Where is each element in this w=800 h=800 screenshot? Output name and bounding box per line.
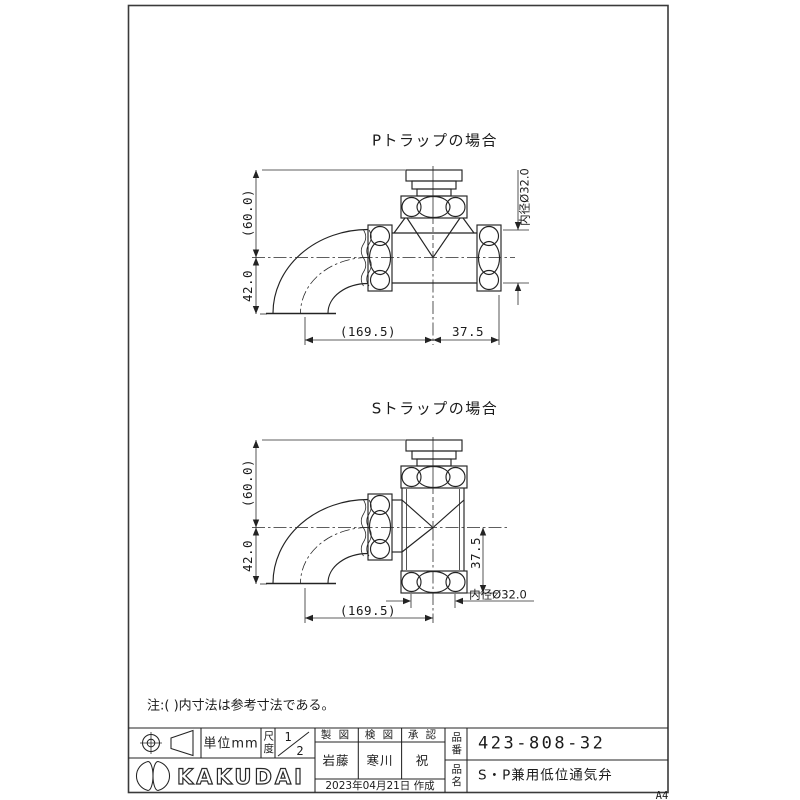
brand-wordmark: KAKUDAI <box>177 765 305 789</box>
approved-label: 承 認 <box>407 728 439 741</box>
sheet-size-label: A4 <box>655 789 669 800</box>
part-name: S・P兼用低位通気弁 <box>478 767 613 784</box>
p-dimensions <box>252 169 529 345</box>
s-dim-drop: 37.5 <box>467 536 483 570</box>
p-dim-width-left: (169.5) <box>339 323 397 339</box>
projection-symbol-icon <box>140 729 194 757</box>
title-block: KAKUDAI <box>128 727 668 793</box>
s-tee-body <box>392 488 465 571</box>
scale-numerator: 1 <box>284 730 292 744</box>
scale-label: 尺度 <box>262 730 275 756</box>
part-number-label: 品番 <box>450 731 463 757</box>
p-trap-title: Pトラップの場合 <box>371 131 499 150</box>
s-top-nut <box>400 465 468 489</box>
reference-note: 注:( )内寸法は参考寸法である。 <box>147 698 335 714</box>
p-top-nut <box>400 195 468 219</box>
approved-by: 祝 <box>415 752 429 768</box>
p-elbow-pipe <box>266 228 372 315</box>
p-dim-height-lower: 42.0 <box>239 269 255 303</box>
p-dim-inner-diameter: 内径Ø32.0 <box>517 168 532 226</box>
p-right-nut <box>476 224 502 292</box>
s-bottom-nut <box>400 570 468 594</box>
part-name-label: 品名 <box>450 763 463 789</box>
s-centerlines <box>252 437 510 623</box>
part-number: 423-808-32 <box>478 733 606 754</box>
p-left-nut <box>367 224 393 292</box>
s-dim-width-left: (169.5) <box>339 602 397 618</box>
s-valve-cap <box>405 439 463 467</box>
checked-by: 寒川 <box>366 752 394 768</box>
sheet-border <box>127 4 669 794</box>
kakudai-logo-icon <box>136 760 170 792</box>
created-date: 2023年04月21日 作成 <box>325 779 435 792</box>
s-dim-height-lower: 42.0 <box>239 539 255 573</box>
p-centerlines <box>252 166 515 345</box>
scale-denominator: 2 <box>296 744 304 758</box>
p-tee-body <box>392 217 477 284</box>
unit-label: 単位mm <box>203 736 259 752</box>
s-trap-drawing <box>252 437 534 623</box>
s-dim-height-upper: (60.0) <box>239 458 255 508</box>
checked-label: 検 図 <box>364 728 396 741</box>
p-trap-drawing <box>252 166 529 345</box>
p-valve-cap <box>405 169 463 197</box>
drafted-label: 製 図 <box>320 728 352 741</box>
s-left-nut <box>367 493 393 561</box>
p-dim-height-upper: (60.0) <box>239 188 255 238</box>
s-trap-title: Sトラップの場合 <box>371 399 499 418</box>
s-elbow-pipe <box>266 498 372 585</box>
s-dimensions <box>252 439 534 623</box>
s-dim-inner-diameter: 内径Ø32.0 <box>469 587 527 602</box>
p-dim-width-right: 37.5 <box>451 323 485 339</box>
drafted-by: 岩藤 <box>322 752 350 768</box>
